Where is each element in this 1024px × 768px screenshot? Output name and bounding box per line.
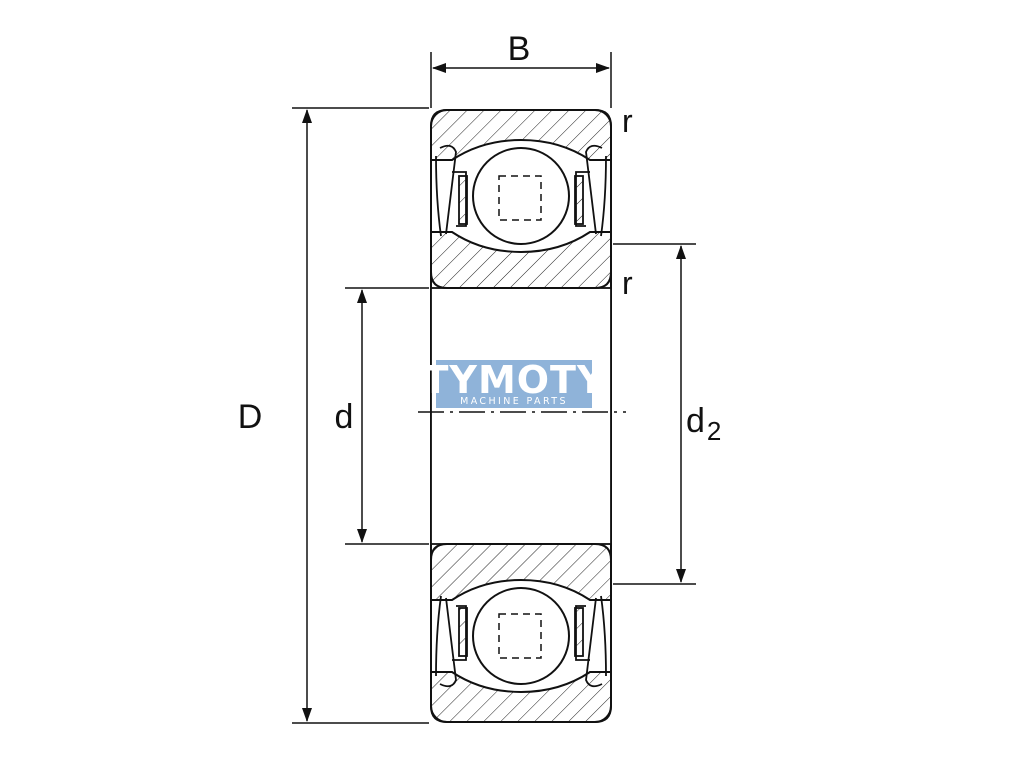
label-d2-sub: 2 (707, 416, 721, 446)
inner-ring-top (430, 231, 612, 289)
logo-name: TYMOTY (423, 358, 606, 402)
outer-ring-bottom (430, 671, 612, 723)
seal-left-top (435, 144, 468, 237)
label-b: B (508, 30, 531, 68)
label-d2-main: d (686, 402, 705, 440)
logo-tagline: MACHINE PARTS (460, 396, 568, 407)
watermark-logo: TYMOTY MACHINE PARTS (423, 358, 606, 408)
ball-bottom (472, 587, 570, 685)
lower-section (430, 543, 612, 723)
bore-region (430, 287, 612, 545)
label-radius-mid: r (622, 265, 633, 301)
label-outer-diameter: D (238, 398, 263, 436)
dimension-outer-diameter (292, 107, 429, 724)
ball-top (472, 147, 570, 245)
label-d2: d2 (686, 402, 721, 446)
dimension-d2 (613, 243, 696, 585)
seal-left-bottom (435, 595, 468, 688)
cage-bottom (498, 613, 542, 659)
dimension-b (430, 52, 612, 108)
label-bore-diameter: d (335, 398, 354, 436)
outer-ring-top (430, 109, 612, 161)
seal-right-top (574, 144, 607, 237)
dimension-bore-diameter (345, 287, 429, 545)
inner-ring-bottom (430, 543, 612, 601)
upper-section (430, 109, 612, 289)
cage-top (498, 175, 542, 221)
label-radius-top: r (622, 103, 633, 139)
seal-right-bottom (574, 595, 607, 688)
